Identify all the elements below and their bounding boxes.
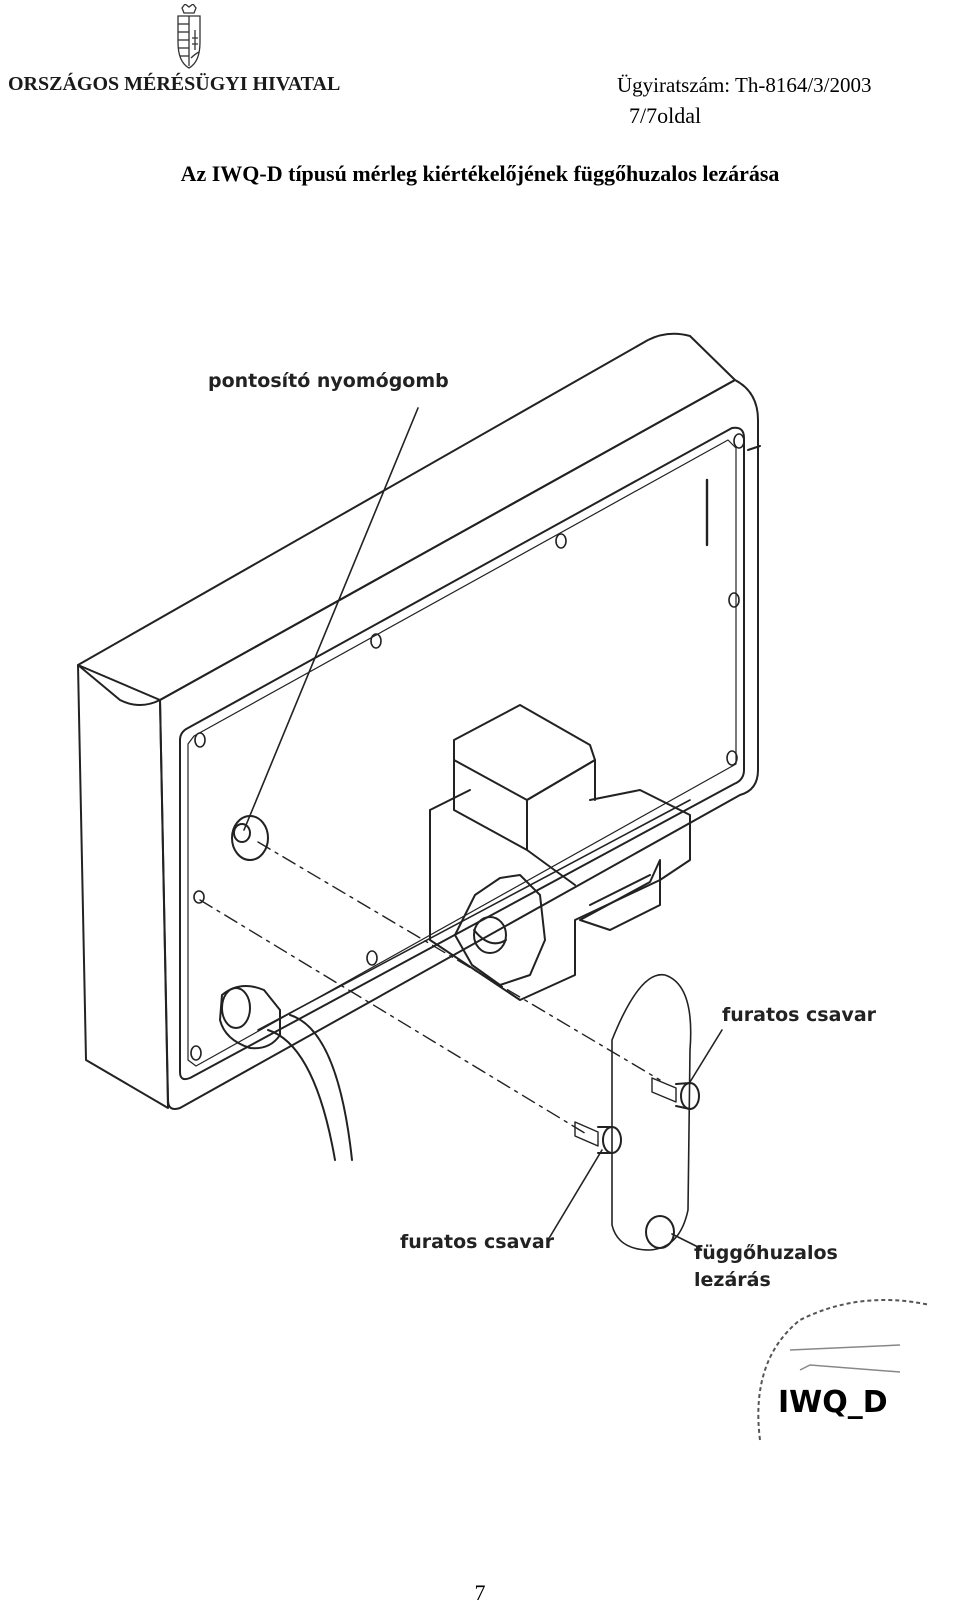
screw-hole [726,750,738,766]
knob [454,874,546,986]
cable-gland [219,985,281,1050]
housing-back-face [159,379,759,1110]
housing-side-face [77,664,169,1109]
push-button [231,815,269,861]
bolt-left [574,1121,622,1154]
page-of-total: 7/7oldal [629,103,702,128]
label-seal-line2: lezárás [694,1269,771,1291]
screw-hole [193,890,205,904]
screw-hole [728,592,740,608]
label-push-button: pontosító nyomógomb [208,370,449,392]
screw-hole [555,533,567,549]
organization-name: ORSZÁGOS MÉRÉSÜGYI HIVATAL [8,73,341,95]
label-seal-line1: függőhuzalos [694,1242,838,1264]
seal-wire-loop [611,973,692,1251]
back-panel-border [179,426,745,1081]
screw-hole [194,732,206,748]
screw-hole [733,433,745,449]
coat-of-arms-icon [177,4,201,69]
bolt-right [651,1077,700,1110]
page-number: 7 [474,1580,486,1605]
label-bolt-right: furatos csavar [722,1004,877,1026]
bracket-top [453,704,596,801]
approval-stamp: IWQ_D [757,1299,931,1441]
lead-seal [645,1215,675,1249]
screw-hole [366,950,378,966]
document-number: Ügyiratszám: Th-8164/3/2003 [617,73,872,97]
page-title: Az IWQ-D típusú mérleg kiértékelőjének f… [180,161,780,186]
stamp-text: IWQ_D [778,1385,888,1420]
label-bolt-left: furatos csavar [400,1231,555,1253]
screw-hole [370,633,382,649]
cable [267,1029,336,1161]
screw-hole [190,1045,202,1061]
